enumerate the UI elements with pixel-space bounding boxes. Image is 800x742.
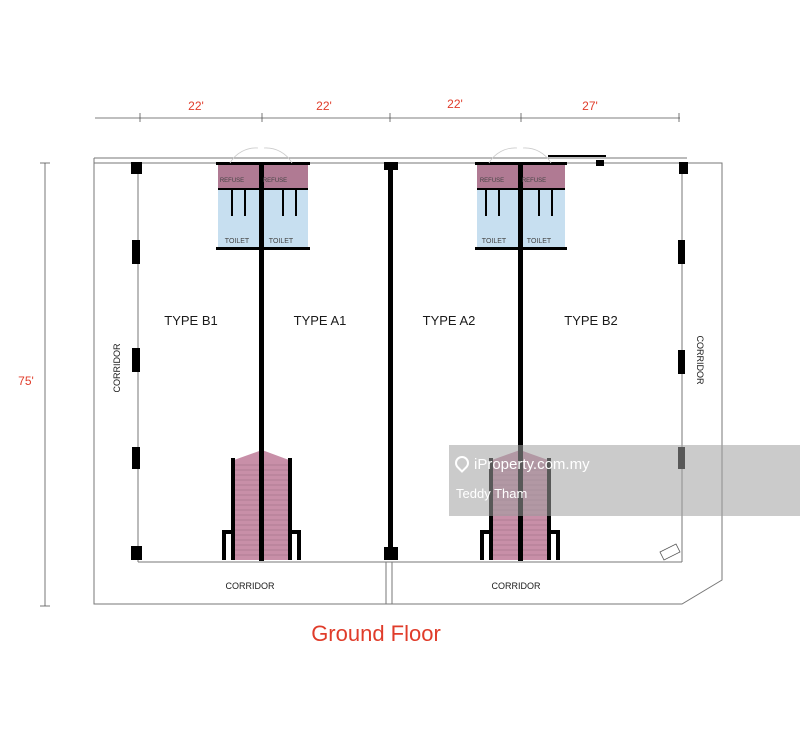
- dimension-label-2: 22': [316, 99, 332, 113]
- staircase-left: [222, 450, 301, 561]
- refuse-label-2: REFUSE: [263, 178, 287, 184]
- dimension-label-height: 75': [18, 374, 34, 388]
- left-dimension-line: [40, 162, 50, 607]
- corridor-label-bottom-right: CORRIDOR: [492, 581, 541, 591]
- watermark-author: Teddy Tham: [456, 486, 528, 501]
- unit-label-b2: TYPE B2: [564, 313, 617, 328]
- plan-title: Ground Floor: [311, 621, 441, 646]
- corner-fixture: [659, 543, 681, 561]
- corridor-label-bottom-left: CORRIDOR: [226, 581, 275, 591]
- top-dimension-line: [95, 113, 680, 122]
- watermark-brand-text: iProperty.com.my: [474, 456, 590, 473]
- unit-label-b1: TYPE B1: [164, 313, 217, 328]
- toilet-label-2: TOILET: [269, 238, 294, 245]
- unit-label-a2: TYPE A2: [423, 313, 476, 328]
- outer-boundary: [93, 157, 723, 605]
- dimension-label-4: 27': [582, 99, 598, 113]
- service-block-left: [216, 147, 310, 250]
- dimension-label-1: 22': [188, 99, 204, 113]
- refuse-label-3: REFUSE: [480, 178, 504, 184]
- watermark-brand: iProperty.com.my: [452, 453, 590, 473]
- watermark-panel: [449, 445, 800, 516]
- location-pin-icon: [452, 453, 472, 473]
- dimension-label-3: 22': [447, 97, 463, 111]
- refuse-label-4: REFUSE: [522, 178, 546, 184]
- party-walls: [259, 163, 523, 561]
- refuse-label-1: REFUSE: [220, 178, 244, 184]
- toilet-label-3: TOILET: [482, 238, 507, 245]
- toilet-label-4: TOILET: [527, 238, 552, 245]
- service-block-right: [475, 147, 606, 250]
- corridor-label-left: CORRIDOR: [112, 343, 122, 392]
- corridor-label-right: CORRIDOR: [695, 336, 705, 385]
- toilet-label-1: TOILET: [225, 238, 250, 245]
- unit-label-a1: TYPE A1: [294, 313, 347, 328]
